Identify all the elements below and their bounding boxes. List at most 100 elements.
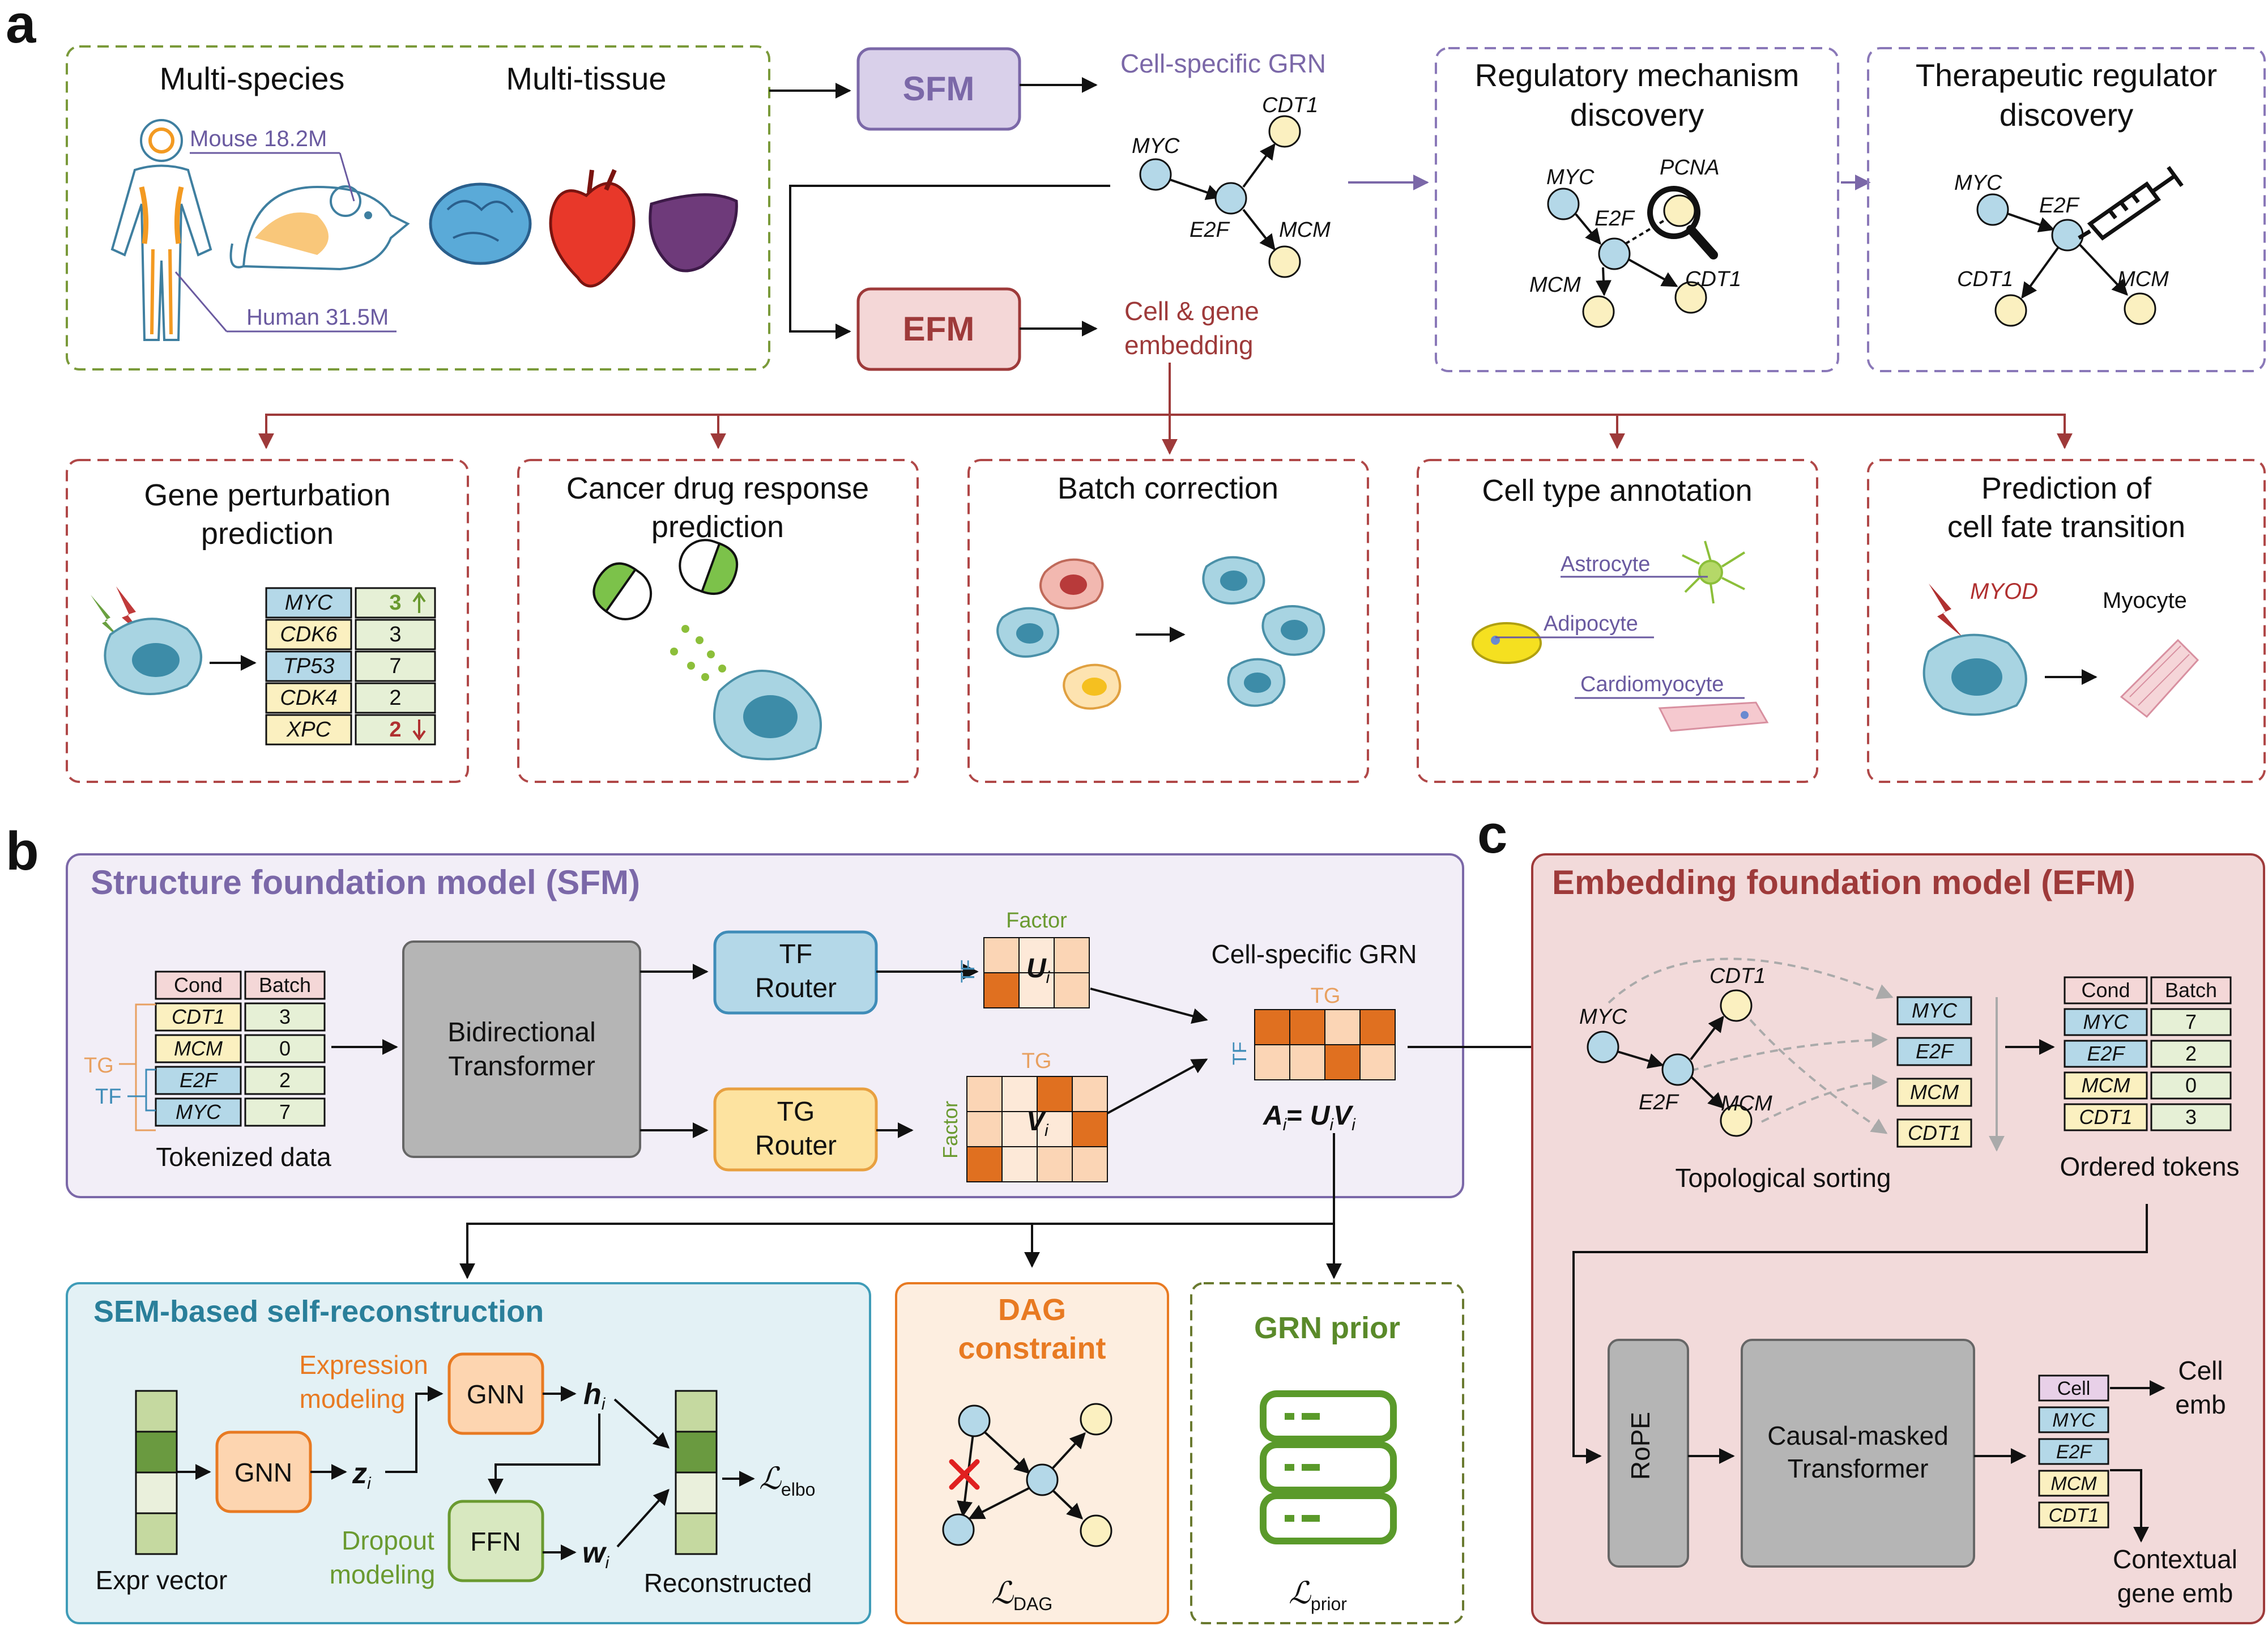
topo-gene-cdt1: CDT1 [1709,964,1766,988]
ffn-label: FFN [470,1527,521,1556]
v-matrix [966,1076,1108,1182]
database-icon [1260,1390,1397,1544]
ordered-batch-text: Batch [2165,978,2217,1002]
ordered-tokens-label: Ordered tokens [2060,1152,2239,1181]
task-box-celltype [1417,459,1818,783]
batch-header-text: Batch [259,973,311,997]
reg-mechanism-box [1435,47,1839,372]
batch-cells-after [1202,556,1325,707]
perturb-value-cell [355,714,436,746]
token-value-text: 3 [279,1005,291,1028]
rope-label: RoPE [1626,1412,1655,1480]
cancer-cell [713,670,822,760]
tf-router-label-1: TF [779,939,813,969]
matrix-cell [966,1146,1003,1182]
token-gene-text: MCM [174,1037,223,1060]
perturb-value-cell [355,619,436,650]
token-gene-text: E2F [180,1069,218,1092]
dag-title-1: DAG [998,1293,1066,1327]
panel-b-label: b [6,821,39,882]
sfm-label: SFM [903,70,975,108]
gnn-decoder-label: GNN [467,1380,525,1409]
w-symbol: wi [582,1536,609,1572]
task-3-line-1: Batch correction [1058,471,1278,505]
a-tf-label: TF [1229,1041,1251,1065]
vector-cell [675,1471,718,1514]
matrix-cell [1072,1146,1108,1182]
ordered-cond-header [2064,976,2148,1004]
token-value-cell [244,1002,326,1032]
v-symbol: Vi [1026,1106,1049,1140]
sfm-title: Structure foundation model (SFM) [91,863,640,901]
ordered-value-cell [2150,1103,2232,1131]
perturb-gene-cell [265,650,352,682]
reg-mechanism-graph [1547,188,1707,328]
task-box-fate [1867,459,2266,783]
perturb-gene-cell [265,714,352,746]
token-gene-cell [155,1002,242,1032]
token-gene-cell [155,1034,242,1063]
l-elbo-symbol: ℒelbo [759,1462,815,1500]
bidir-label-2: Transformer [448,1052,595,1082]
therapeutic-title-2: discovery [2000,97,2134,133]
ordered-value-cell [2150,1008,2232,1036]
expr-modeling-2: modeling [300,1384,406,1414]
human-label: Human 31.5M [246,305,389,330]
gnn-encoder-label: GNN [235,1458,292,1487]
u-symbol: Ui [1026,954,1051,987]
matrix-cell [1072,1076,1108,1112]
a-matrix [1254,1009,1396,1080]
matrix-cell [1018,937,1055,973]
u-matrix [983,937,1090,1008]
expr-vector [135,1390,178,1555]
matrix-cell [1001,1146,1038,1182]
task-4-line-1: Cell type annotation [1482,474,1752,508]
brain-icon [429,182,532,265]
tf-router-label-2: Router [755,973,837,1003]
u-tf-label: TF [957,959,979,983]
therapeutic-title-1: Therapeutic regulator [1916,57,2217,93]
panel-c-label: c [1477,804,1507,865]
lightning-icon [91,586,144,640]
grn-prior-title: GRN prior [1254,1311,1400,1345]
causal-label-2: Transformer [1788,1454,1929,1483]
vector-cell [135,1471,178,1514]
reg-mechanism-title-2: discovery [1570,97,1704,133]
u-factor-label: Factor [1006,909,1067,933]
perturb-value-text: 3 [389,591,401,615]
task-2-line-2: prediction [651,510,784,544]
human-icon [110,119,212,341]
bidir-label-1: Bidirectional [447,1018,595,1048]
syringe-icon [2078,165,2184,241]
ordered-gene-text: E2F [2087,1042,2125,1065]
task-1-line-1: Gene perturbation [144,478,390,512]
ordered-value-text: 7 [2185,1010,2197,1033]
matrix-cell [1037,1111,1073,1147]
fate-cell [1922,633,2027,716]
cell-gene-label-1: Cell & gene [1124,296,1259,326]
cross-icon [949,1459,980,1490]
ther-gene-mcm: MCM [2117,267,2169,291]
ordered-value-text: 0 [2185,1074,2197,1097]
ther-gene-cdt1: CDT1 [1957,267,2013,291]
cell-token-cell [2038,1374,2109,1402]
mouse-icon [229,185,410,271]
perturb-value-text: 7 [389,654,401,678]
matrix-cell [1037,1076,1073,1112]
output-token-text: MYC [2052,1410,2095,1431]
reg-mechanism-title-1: Regulatory mechanism [1475,57,1800,93]
a-tg-label: TG [1311,984,1341,1008]
perturb-value-text: 2 [389,718,401,742]
efm-label: EFM [903,310,975,348]
perturb-gene-cell [265,587,352,619]
l-dag-symbol: ℒDAG [991,1576,1052,1614]
perturb-gene-cell [265,682,352,714]
ordered-gene-text: MYC [2083,1010,2129,1033]
a-equation: Ai= UiVi [1263,1101,1356,1134]
reg-gene-cdt1: CDT1 [1685,267,1741,291]
vector-cell [675,1390,718,1433]
perturbed-cell [104,618,202,695]
